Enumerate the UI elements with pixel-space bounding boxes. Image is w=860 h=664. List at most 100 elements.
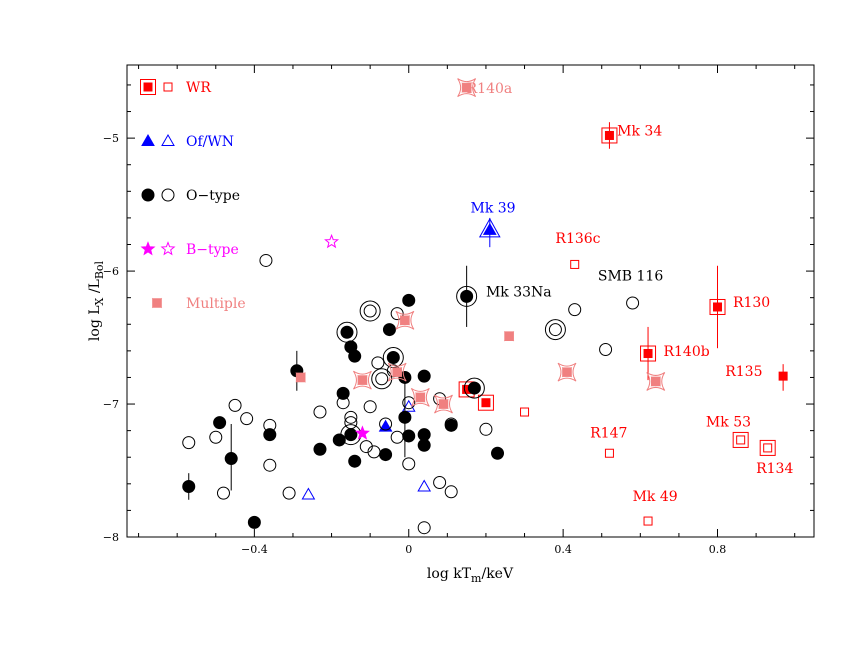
annotation-label: R130	[733, 295, 770, 311]
data-point	[379, 448, 393, 462]
legend-entry: O−type	[141, 188, 240, 204]
annotation-label: R140b	[663, 344, 709, 360]
data-point	[434, 394, 453, 414]
legend-label: Multiple	[186, 296, 246, 312]
annotation-label: Mk 53	[706, 415, 751, 431]
data-point	[332, 433, 346, 447]
data-point	[367, 445, 381, 459]
data-point	[520, 407, 530, 417]
data-point	[359, 300, 381, 322]
x-tick-label: 0	[405, 543, 412, 556]
data-point	[348, 349, 362, 363]
data-point	[336, 396, 350, 410]
data-point	[544, 319, 566, 341]
legend-label: Of/WN	[186, 134, 234, 150]
x-tick-label: 0.8	[709, 543, 727, 556]
data-point	[363, 400, 377, 414]
data-point	[216, 486, 230, 500]
legend-label: WR	[186, 80, 211, 96]
series-multiple	[295, 78, 666, 414]
annotation-label: R136c	[555, 231, 600, 247]
series-wr	[458, 122, 788, 526]
data-point	[570, 259, 580, 269]
data-point	[344, 410, 358, 424]
series-b-type	[324, 233, 370, 440]
legend-marker	[151, 297, 163, 309]
data-point	[344, 416, 358, 430]
annotation-label: Mk 33Na	[486, 284, 552, 300]
data-point	[646, 372, 666, 391]
legend-marker-open	[161, 133, 175, 146]
data-point	[457, 78, 477, 98]
data-point	[259, 253, 273, 267]
series-of-wn	[301, 217, 501, 500]
data-point	[313, 405, 327, 419]
legend-marker-open	[161, 188, 175, 202]
legend-marker-filled	[141, 133, 155, 146]
data-point	[456, 285, 478, 307]
data-point	[336, 321, 358, 343]
legend-entry: WR	[140, 79, 211, 96]
data-point	[503, 331, 515, 342]
data-point	[213, 416, 227, 430]
data-point	[759, 439, 776, 456]
y-axis-label-mid: /L	[87, 279, 103, 297]
data-point	[263, 418, 277, 432]
data-point	[402, 396, 416, 410]
data-point	[402, 457, 416, 471]
annotation-label: SMB 116	[598, 268, 663, 284]
series-o-type	[182, 253, 640, 535]
annotation-label: Mk 49	[633, 489, 678, 505]
data-point	[601, 127, 618, 144]
legend-entry: Of/WN	[141, 133, 234, 150]
data-point	[444, 417, 458, 431]
x-axis-label-sub: m	[471, 572, 482, 585]
data-point	[263, 428, 277, 442]
data-point	[324, 233, 340, 249]
data-point	[478, 217, 501, 238]
data-point	[568, 303, 582, 317]
data-point	[182, 479, 196, 493]
y-axis-label-sub2: Bol	[93, 260, 106, 279]
legend-marker-open	[160, 241, 176, 256]
data-point	[491, 446, 505, 460]
data-point	[444, 485, 458, 499]
data-point	[433, 475, 447, 489]
data-point	[402, 429, 416, 443]
data-point	[240, 412, 254, 426]
data-point	[599, 343, 613, 357]
annotation-label: R140a	[467, 81, 513, 97]
y-tick-label: −5	[103, 132, 119, 145]
data-point	[390, 430, 404, 444]
data-point	[417, 521, 431, 535]
data-point	[477, 394, 494, 411]
data-point	[282, 486, 296, 500]
data-point	[604, 448, 614, 458]
data-point	[709, 298, 726, 315]
data-point	[224, 452, 238, 466]
data-point	[263, 458, 277, 472]
data-point	[209, 430, 223, 444]
data-point	[417, 369, 431, 383]
legend-label: B−type	[186, 242, 239, 258]
y-tick-label: −7	[103, 398, 119, 411]
data-point	[557, 362, 577, 382]
data-point	[390, 307, 404, 321]
data-point	[247, 515, 261, 529]
data-point	[301, 487, 316, 500]
data-point	[732, 431, 749, 448]
legend-label: O−type	[186, 188, 240, 204]
x-tick-label: 0.4	[554, 543, 572, 556]
data-point	[463, 377, 485, 399]
data-point	[379, 417, 393, 431]
y-tick-label: −6	[103, 265, 119, 278]
annotation-label: R147	[590, 425, 627, 441]
x-axis-label-main: log kT	[427, 566, 472, 582]
y-axis-label-main: log L	[87, 305, 103, 341]
data-point	[371, 368, 393, 390]
data-point	[402, 293, 416, 307]
annotation-label: R134	[756, 461, 793, 477]
data-point	[182, 436, 196, 450]
